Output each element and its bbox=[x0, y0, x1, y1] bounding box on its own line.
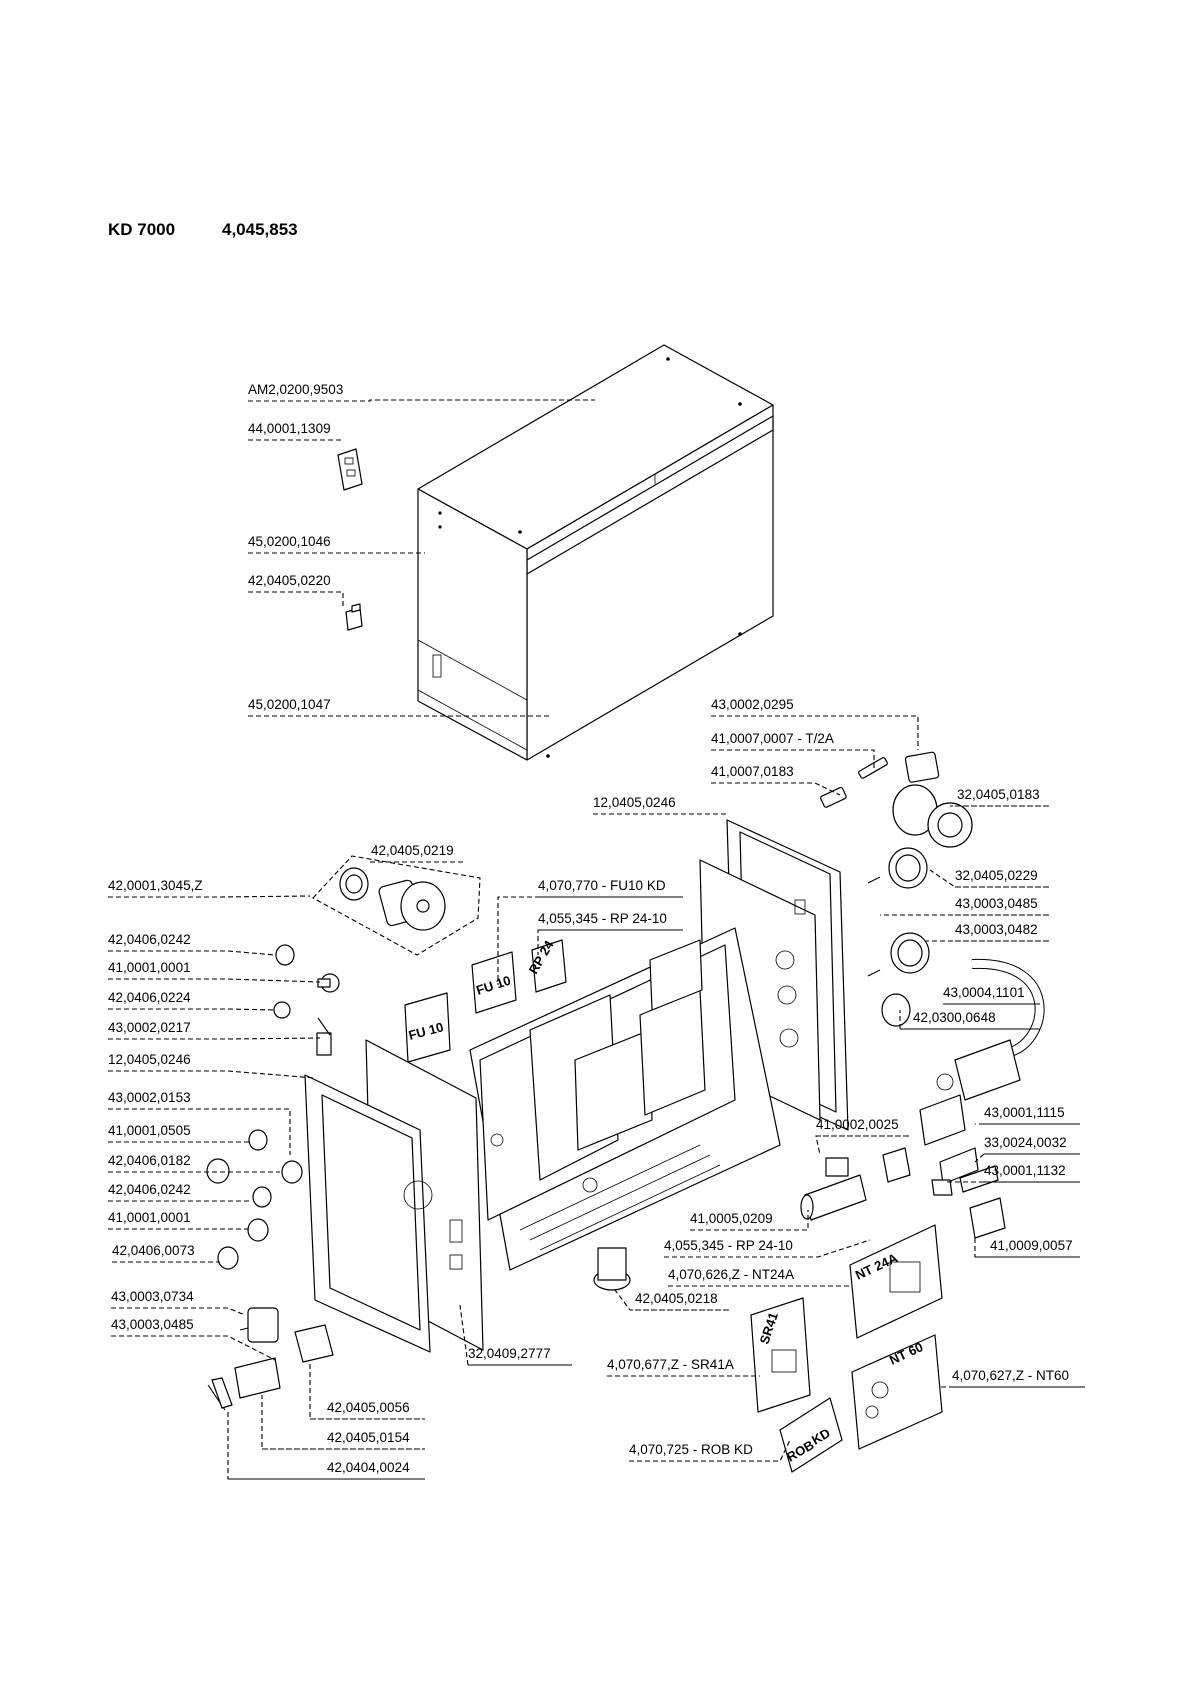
part-label-knob-front-2: 42,0406,0073 bbox=[112, 1243, 195, 1258]
model-name: KD 7000 bbox=[108, 220, 176, 239]
part-label-knob-front-1: 42,0406,0182 bbox=[108, 1153, 191, 1168]
leader-line-rp24-board-top bbox=[537, 929, 683, 955]
part-label-pin-top: 43,0003,0485 bbox=[955, 896, 1038, 911]
rob-pcb: ROB KD bbox=[779, 1397, 843, 1473]
part-label-nt60-board: 4,070,627,Z - NT60 bbox=[952, 1368, 1069, 1383]
leader-line-switch-front bbox=[108, 1108, 291, 1155]
leader-line-rp24-board-bottom bbox=[664, 1239, 871, 1258]
leader-line-pin-bottom bbox=[111, 1335, 276, 1361]
rear-frame-part bbox=[699, 819, 849, 1131]
knob-assembly-part bbox=[312, 855, 481, 956]
part-label-knob-assembly: 42,0405,0219 bbox=[371, 843, 454, 858]
part-label-rob-board: 4,070,725 - ROB KD bbox=[629, 1442, 753, 1457]
part-label-fuse-holder: 41,0007,0183 bbox=[711, 764, 794, 779]
part-label-side-panel-right: 45,0200,1047 bbox=[248, 697, 331, 712]
part-label-front-foil: 32,0409,2777 bbox=[468, 1346, 551, 1361]
part-label-fu10-board: 4,070,770 - FU10 KD bbox=[538, 878, 666, 893]
assembly-number: 4,045,853 bbox=[222, 220, 298, 239]
leader-line-front-foil bbox=[459, 1304, 572, 1366]
leader-line-knob-nut bbox=[108, 1008, 276, 1011]
fu10-board-a: FU 10 bbox=[404, 992, 451, 1063]
leader-line-fuse bbox=[711, 749, 875, 770]
leader-line-spacer bbox=[614, 1289, 730, 1311]
part-label-terminal-block: 41,0009,0057 bbox=[990, 1238, 1073, 1253]
leader-line-clip bbox=[248, 591, 344, 606]
part-label-top-cover: AM2,0200,9503 bbox=[248, 382, 343, 397]
leader-line-front-frame bbox=[108, 1070, 316, 1079]
chassis-part bbox=[469, 927, 781, 1271]
part-label-cap-round: 32,0405,0183 bbox=[957, 787, 1040, 802]
part-labels: AM2,0200,9503 44,0001,1309 45,0200,1046 42,… bbox=[108, 382, 1073, 1475]
part-label-pot-1: 41,0001,0001 bbox=[108, 960, 191, 975]
sr41-pcb: SR41 bbox=[750, 1297, 811, 1413]
part-label-pin-bottom: 43,0003,0485 bbox=[111, 1317, 194, 1332]
part-label-knob-nut: 42,0406,0224 bbox=[108, 990, 191, 1005]
part-label-switch-front: 43,0002,0153 bbox=[108, 1090, 191, 1105]
part-label-diode: 41,0002,0025 bbox=[816, 1117, 899, 1132]
clip-part bbox=[345, 603, 363, 631]
part-label-cable: 43,0004,1101 bbox=[943, 985, 1025, 1000]
part-label-socket-flange: 32,0405,0229 bbox=[955, 868, 1038, 883]
leader-line-terminal-block bbox=[974, 1235, 1080, 1258]
part-label-relay: 43,0001,1115 bbox=[984, 1105, 1065, 1120]
part-label-socket-front: 43,0003,0734 bbox=[111, 1289, 194, 1304]
part-label-hinge: 44,0001,1309 bbox=[248, 421, 331, 436]
enclosure-cover bbox=[417, 344, 774, 761]
part-label-toggle-switch: 43,0002,0217 bbox=[108, 1020, 191, 1035]
leader-line-capacitor bbox=[690, 1210, 809, 1231]
part-label-rp24-board-top: 4,055,345 - RP 24-10 bbox=[538, 911, 667, 926]
part-label-side-panel-left: 45,0200,1046 bbox=[248, 534, 331, 549]
leader-line-rob-board bbox=[629, 1439, 791, 1462]
part-label-knob-cap-2: 42,0406,0242 bbox=[108, 1182, 191, 1197]
right-components bbox=[593, 751, 1045, 1291]
part-label-knob-cap-1: 42,0406,0242 bbox=[108, 932, 191, 947]
leader-line-pot-1 bbox=[108, 978, 321, 983]
leader-line-switch bbox=[711, 715, 919, 750]
part-label-rear-frame: 12,0405,0246 bbox=[593, 795, 676, 810]
leader-line-holder-1 bbox=[309, 1360, 425, 1420]
leader-line-toggle-switch bbox=[108, 1037, 321, 1040]
part-label-strain-relief: 42,0300,0648 bbox=[913, 1010, 996, 1025]
part-label-nt24a-board: 4,070,626,Z - NT24A bbox=[668, 1267, 794, 1282]
part-label-bracket: 42,0404,0024 bbox=[327, 1460, 410, 1475]
leader-line-bracket bbox=[227, 1410, 425, 1480]
part-label-knob-shaft: 42,0001,3045,Z bbox=[108, 878, 203, 893]
part-label-clamp: 43,0001,1132 bbox=[984, 1163, 1066, 1178]
leader-line-knob-cap-1 bbox=[108, 950, 276, 956]
part-label-switch: 43,0002,0295 bbox=[711, 697, 794, 712]
leader-line-thermistor bbox=[974, 1153, 1080, 1163]
part-label-clip: 42,0405,0220 bbox=[248, 573, 331, 588]
part-label-sr41a-board: 4,070,677,Z - SR41A bbox=[607, 1357, 734, 1372]
leader-line-top-cover bbox=[248, 399, 595, 402]
leader-line-fu10-board bbox=[497, 896, 683, 985]
leader-line-fuse-holder bbox=[711, 782, 841, 796]
leader-line-socket-front bbox=[111, 1307, 246, 1316]
rp24-board: RP 24 bbox=[526, 937, 567, 993]
leader-line-strain-relief bbox=[899, 1010, 1040, 1030]
hinge-part bbox=[337, 448, 363, 491]
leader-line-diode bbox=[815, 1135, 910, 1156]
front-components bbox=[206, 944, 340, 1411]
part-label-pot-2: 41,0001,0001 bbox=[108, 1210, 191, 1225]
part-label-pot-front: 41,0001,0505 bbox=[108, 1123, 191, 1138]
part-label-holder-2: 42,0405,0154 bbox=[327, 1430, 410, 1445]
part-label-fuse: 41,0007,0007 - T/2A bbox=[711, 731, 834, 746]
leader-line-holder-2 bbox=[261, 1395, 425, 1450]
part-label-holder-1: 42,0405,0056 bbox=[327, 1400, 410, 1415]
part-label-capacitor: 41,0005,0209 bbox=[690, 1211, 773, 1226]
part-label-front-frame: 12,0405,0246 bbox=[108, 1052, 191, 1067]
fu10-board-b: FU 10 bbox=[471, 951, 517, 1014]
part-label-rp24-board-bottom: 4,055,345 - RP 24-10 bbox=[664, 1238, 793, 1253]
leader-line-knob-shaft bbox=[108, 895, 311, 898]
front-frame-part bbox=[304, 1039, 484, 1353]
part-label-socket-round: 43,0003,0482 bbox=[955, 922, 1038, 937]
part-label-thermistor: 33,0024,0032 bbox=[984, 1135, 1067, 1150]
nt24a-pcb: NT 24A bbox=[849, 1224, 943, 1339]
leader-lines bbox=[108, 399, 1085, 1480]
part-label-spacer: 42,0405,0218 bbox=[635, 1291, 718, 1306]
nt60-pcb: NT 60 bbox=[851, 1334, 943, 1450]
